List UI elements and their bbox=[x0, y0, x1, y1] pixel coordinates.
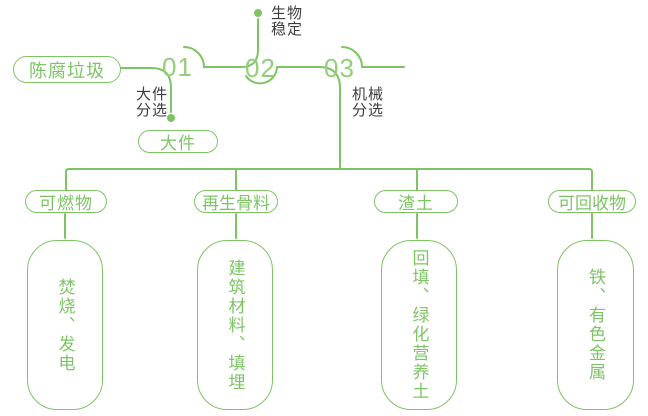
result-box-recyclables: 铁、有色金属 bbox=[557, 240, 634, 410]
result-text-combustibles: 焚烧、发电 bbox=[55, 277, 75, 373]
node-combustibles-label: 可燃物 bbox=[39, 194, 93, 213]
stage-number-2: 02 bbox=[245, 53, 276, 83]
node-combustibles: 可燃物 bbox=[25, 190, 107, 213]
node-residue-soil: 渣土 bbox=[374, 190, 458, 213]
distribution-bar bbox=[65, 168, 593, 191]
result-text-recyclables: 铁、有色金属 bbox=[586, 268, 605, 382]
node-bulky-items-label: 大件 bbox=[160, 134, 196, 153]
node-bulky-items: 大件 bbox=[138, 130, 218, 153]
stage-label-bio-stabilization: 生物 稳定 bbox=[271, 5, 304, 38]
result-box-recycled-aggregate: 建筑材料、填埋 bbox=[197, 240, 273, 410]
node-recycled-aggregate-label: 再生骨料 bbox=[202, 194, 270, 213]
main-line-stage2-to-3 bbox=[245, 66, 341, 170]
node-residue-soil-label: 渣土 bbox=[398, 194, 434, 213]
node-source-label: 陈腐垃圾 bbox=[29, 60, 105, 81]
bulky-branch-dot bbox=[167, 114, 175, 122]
node-source: 陈腐垃圾 bbox=[13, 56, 121, 83]
result-text-recycled-aggregate: 建筑材料、填埋 bbox=[225, 258, 245, 392]
stage-label-bulky-sorting: 大件 分选 bbox=[136, 86, 169, 119]
result-box-residue-soil: 回填、绿化营养土 bbox=[381, 240, 457, 410]
main-line-stage3-end bbox=[341, 46, 405, 68]
result-text-residue-soil: 回填、绿化营养土 bbox=[409, 249, 429, 401]
node-recycled-aggregate: 再生骨料 bbox=[194, 190, 278, 213]
node-recyclables: 可回收物 bbox=[548, 190, 636, 213]
stage-label-mechanical-sorting: 机械 分选 bbox=[352, 86, 385, 119]
stage-number-3: 03 bbox=[324, 53, 355, 83]
node-recyclables-label: 可回收物 bbox=[558, 194, 626, 213]
stage-number-1: 01 bbox=[162, 52, 193, 82]
result-box-combustibles: 焚烧、发电 bbox=[27, 240, 103, 410]
bio-branch-dot bbox=[254, 9, 262, 17]
branch-line-bulky bbox=[120, 67, 172, 113]
main-line-stage1-to-2 bbox=[183, 18, 259, 68]
